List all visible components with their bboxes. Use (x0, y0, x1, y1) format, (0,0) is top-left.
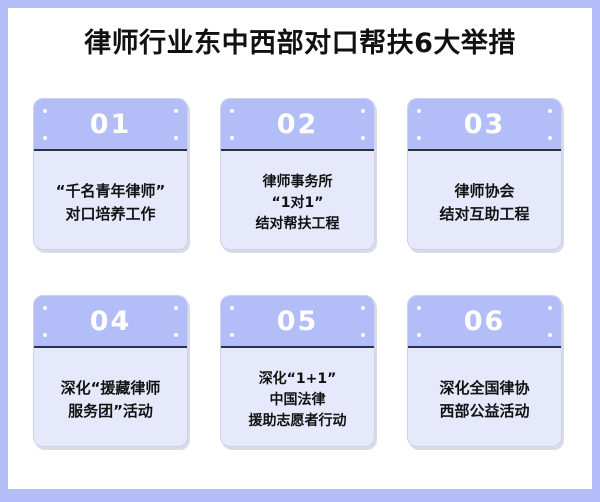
measure-card-body-06: 深化全国律协 西部公益活动 (408, 348, 561, 446)
corner-dot-icon (417, 306, 421, 310)
corner-dot-icon (548, 109, 552, 113)
measure-card-line: 律师事务所 (262, 173, 333, 190)
page-title: 律师行业东中西部对口帮扶6大举措 (84, 28, 516, 59)
measure-card-number-03: 03 (463, 108, 506, 140)
corner-dot-icon (548, 306, 552, 310)
poster-page: 律师行业东中西部对口帮扶6大举措 01 “千名青年律师” 对口培养工作 (8, 8, 592, 489)
measure-card-number-02: 02 (276, 108, 319, 140)
corner-dot-icon (417, 333, 421, 337)
corner-dot-icon (548, 333, 552, 337)
measure-card-06[interactable]: 06 深化全国律协 西部公益活动 (407, 295, 562, 447)
measure-card-header-02: 02 (221, 99, 374, 151)
measure-card-body-04: 深化“援藏律师 服务团”活动 (34, 348, 187, 446)
measure-card-body-02: 律师事务所 “1对1” 结对帮扶工程 (221, 151, 374, 249)
corner-dot-icon (417, 109, 421, 113)
measure-card-04[interactable]: 04 深化“援藏律师 服务团”活动 (33, 295, 188, 447)
corner-dot-icon (361, 109, 365, 113)
corner-dot-icon (417, 136, 421, 140)
measure-card-number-01: 01 (89, 108, 132, 140)
measure-card-body-01: “千名青年律师” 对口培养工作 (34, 151, 187, 249)
measure-card-05[interactable]: 05 深化“1+1” 中国法律 援助志愿者行动 (220, 295, 375, 447)
measure-card-line: 中国法律 (269, 391, 326, 408)
corner-dot-icon (43, 136, 47, 140)
corner-dot-icon (43, 109, 47, 113)
measure-card-line: 援助志愿者行动 (248, 412, 347, 429)
measure-card-header-05: 05 (221, 296, 374, 348)
corner-dot-icon (361, 136, 365, 140)
measure-card-line: 深化“1+1” (258, 370, 337, 387)
measure-card-number-05: 05 (276, 305, 319, 337)
measure-card-line: 结对互助工程 (439, 205, 530, 223)
measure-card-03[interactable]: 03 律师协会 结对互助工程 (407, 98, 562, 250)
measure-card-line: “千名青年律师” (55, 182, 166, 200)
corner-dot-icon (174, 109, 178, 113)
measure-card-body-05: 深化“1+1” 中国法律 援助志愿者行动 (221, 348, 374, 446)
measure-card-02[interactable]: 02 律师事务所 “1对1” 结对帮扶工程 (220, 98, 375, 250)
corner-dot-icon (43, 333, 47, 337)
measure-card-line: 西部公益活动 (439, 402, 530, 420)
measure-card-body-03: 律师协会 结对互助工程 (408, 151, 561, 249)
corner-dot-icon (230, 333, 234, 337)
measure-card-line: 深化全国律协 (439, 379, 530, 397)
measure-card-line: 深化“援藏律师 (60, 379, 161, 397)
corner-dot-icon (43, 306, 47, 310)
measure-card-header-03: 03 (408, 99, 561, 151)
corner-dot-icon (174, 136, 178, 140)
measure-card-number-06: 06 (463, 305, 506, 337)
corner-dot-icon (548, 136, 552, 140)
measure-card-header-01: 01 (34, 99, 187, 151)
corner-dot-icon (174, 306, 178, 310)
corner-dot-icon (361, 333, 365, 337)
corner-dot-icon (230, 306, 234, 310)
measure-card-line: 律师协会 (454, 182, 515, 200)
measure-card-line: “1对1” (271, 194, 324, 211)
measures-card-grid: 01 “千名青年律师” 对口培养工作 02 律师事务所 “1 (33, 98, 578, 447)
corner-dot-icon (361, 306, 365, 310)
measure-card-header-06: 06 (408, 296, 561, 348)
measure-card-header-04: 04 (34, 296, 187, 348)
measure-card-line: 对口培养工作 (65, 205, 156, 223)
corner-dot-icon (230, 109, 234, 113)
corner-dot-icon (230, 136, 234, 140)
corner-dot-icon (174, 333, 178, 337)
measure-card-01[interactable]: 01 “千名青年律师” 对口培养工作 (33, 98, 188, 250)
measure-card-line: 结对帮扶工程 (255, 215, 340, 232)
measure-card-line: 服务团”活动 (68, 402, 153, 420)
measure-card-number-04: 04 (89, 305, 132, 337)
